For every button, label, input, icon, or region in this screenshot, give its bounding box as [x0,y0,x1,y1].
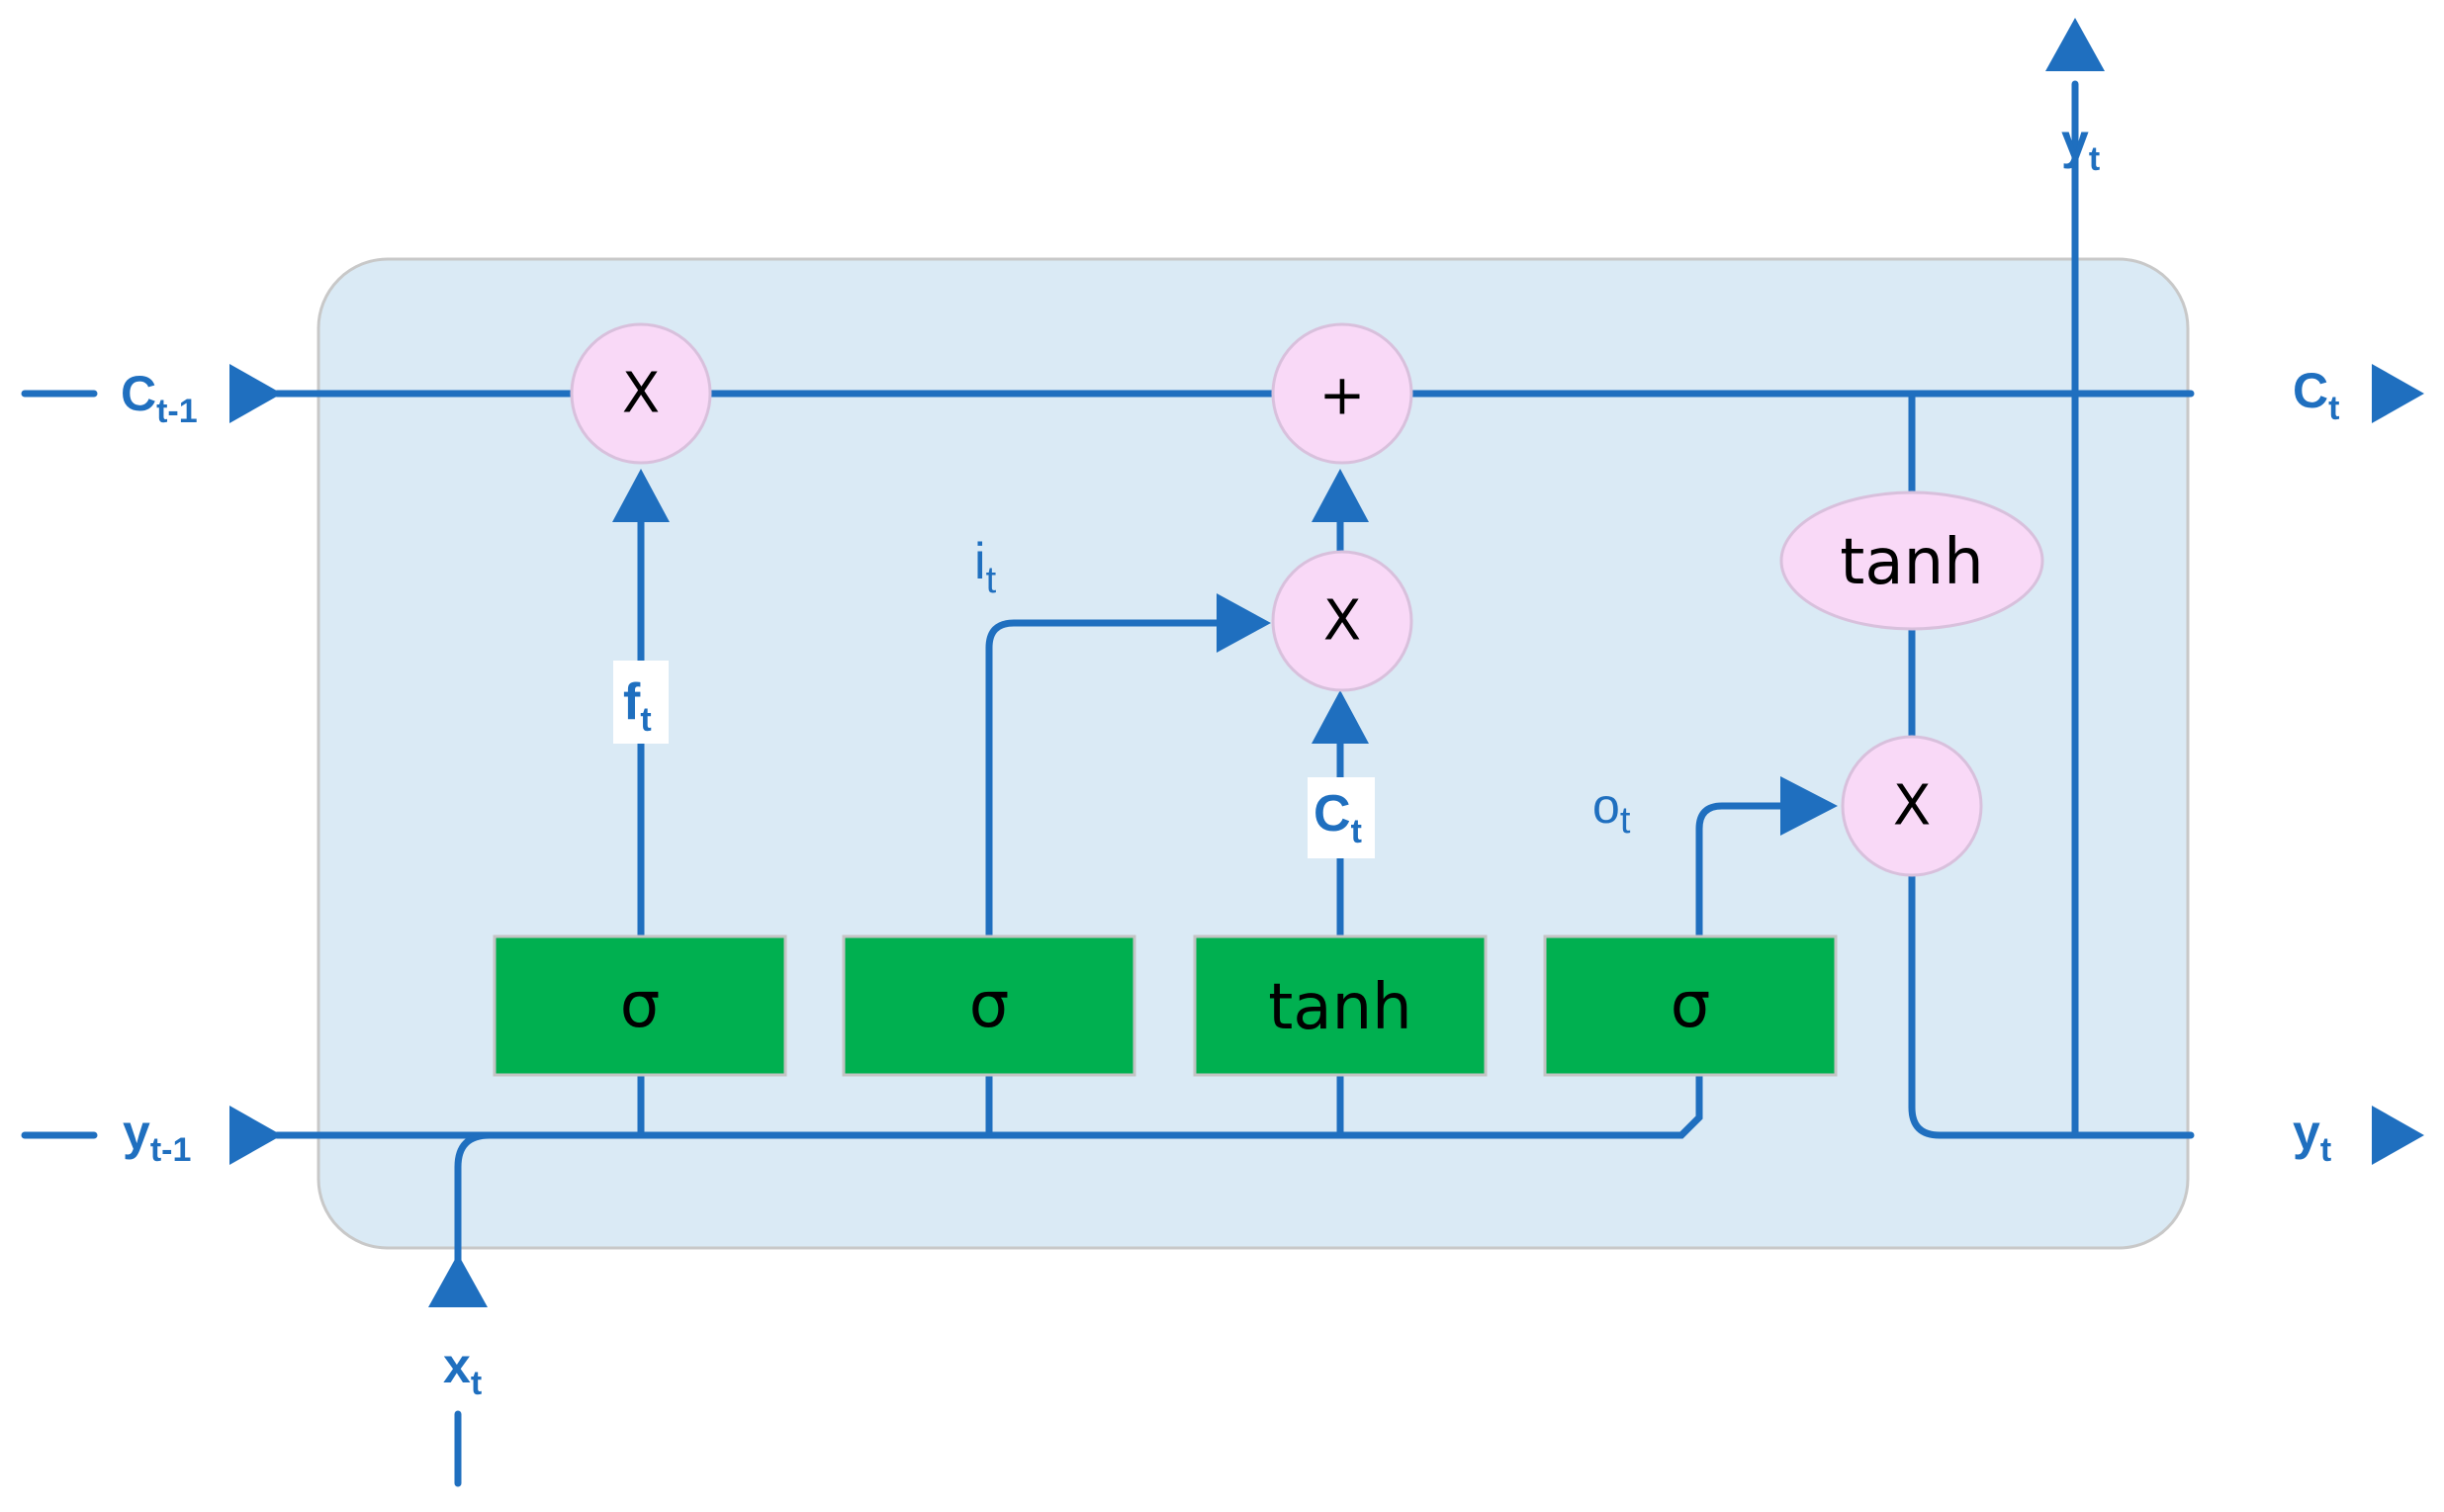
y-out-arrowhead [2372,1106,2424,1165]
input-multiply-label: X [1323,589,1361,654]
arrowheads [229,18,2424,1307]
output-gate-line [1695,802,1784,940]
c-prev-label: Ct-1 [121,366,198,430]
x-label: xt [443,1338,482,1402]
c-tilde-label: Ct [1313,785,1362,850]
candidate-gate-label: tanh [1268,971,1411,1044]
forget-gate-label: σ [620,969,661,1042]
cell-tanh-node: tanh [1779,490,2044,631]
mult-to-add-arrowhead [1312,469,1369,522]
input-output-line [985,619,1225,940]
output-multiply-node: X [1841,735,1983,877]
input-multiply-node: X [1271,550,1413,692]
hidden-output-line [1908,871,2195,1139]
f-label: ft [623,673,652,739]
x-in-arrowhead [428,1254,488,1307]
input-arrowhead [1217,593,1271,653]
y-top-label: yt [2061,114,2100,178]
forget-multiply-label: X [622,362,660,426]
y-top-arrowhead [2045,18,2105,71]
y-prev-label: yt-1 [123,1105,191,1169]
c-tilde-label-bg [1308,777,1375,858]
y-prev-arrowhead [229,1106,282,1165]
f-label-bg [613,661,669,744]
input-gate-label: σ [969,969,1010,1042]
output-gate-label: σ [1671,969,1711,1042]
c-out-label: Ct [2293,363,2339,427]
o-label: ot [1592,778,1631,842]
cell-tanh-label: tanh [1840,526,1983,599]
forget-gate: σ [493,934,787,1077]
y-out-label: yt [2293,1105,2331,1169]
output-gate: σ [1543,934,1838,1077]
x-input-line [454,1131,494,1299]
candidate-gate: tanh [1193,934,1488,1077]
i-label: it [974,533,997,601]
hidden-to-output-gate [1628,1071,1703,1139]
c-out-arrowhead [2372,364,2424,423]
add-node: + [1271,322,1413,465]
c-prev-arrowhead [229,364,282,423]
add-label: + [1319,364,1366,428]
output-arrowhead [1780,776,1838,836]
output-multiply-label: X [1893,774,1931,839]
input-gate: σ [842,934,1136,1077]
candidate-arrowhead [1312,690,1369,744]
forget-multiply-node: X [570,322,712,465]
forget-arrowhead [612,469,670,522]
